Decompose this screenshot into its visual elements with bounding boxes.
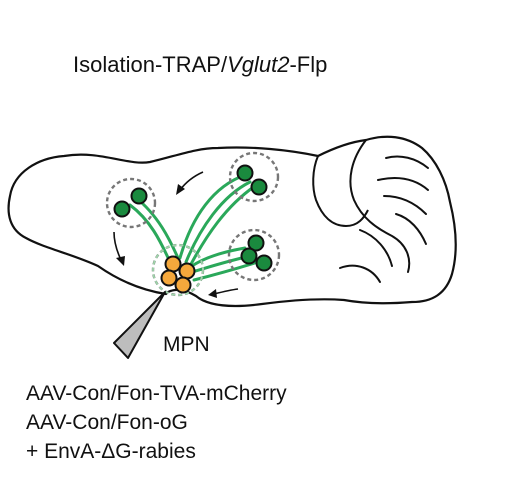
arrow-heads [116, 184, 217, 298]
input-neuron [240, 247, 258, 265]
starter-neuron [174, 276, 192, 294]
input-neuron [130, 187, 148, 205]
input-neuron [236, 164, 254, 182]
injection-pipette [113, 291, 166, 359]
title-italic-gene: Vglut2 [227, 52, 290, 77]
starter-neurons [160, 255, 196, 294]
input-neuron [250, 178, 268, 196]
input-neuron [255, 254, 273, 272]
projection-fibers [128, 173, 260, 282]
virus-line-2: AAV-Con/Fon-oG [26, 411, 188, 434]
virus-line-3: + EnvA-ΔG-rabies [26, 440, 196, 463]
starter-neuron [160, 269, 178, 287]
cortex-boundary [312, 155, 369, 228]
starter-neuron [164, 255, 182, 273]
title-suffix: -Flp [289, 52, 328, 77]
virus-list: AAV-Con/Fon-TVA-mCherry AAV-Con/Fon-oG +… [26, 379, 287, 466]
title-prefix: Isolation-TRAP/ [73, 52, 228, 77]
input-neuron [113, 200, 131, 218]
input-neurons [113, 164, 273, 272]
brain-outline [7, 135, 457, 308]
starter-cluster-ring [152, 244, 204, 296]
cerebellum-folds [339, 139, 429, 283]
virus-line-1: AAV-Con/Fon-TVA-mCherry [26, 382, 287, 405]
input-neuron [247, 234, 265, 252]
mpn-label: MPN [163, 333, 210, 356]
diagram-title: Isolation-TRAP/Vglut2-Flp [73, 52, 327, 78]
starter-neuron [178, 262, 196, 280]
